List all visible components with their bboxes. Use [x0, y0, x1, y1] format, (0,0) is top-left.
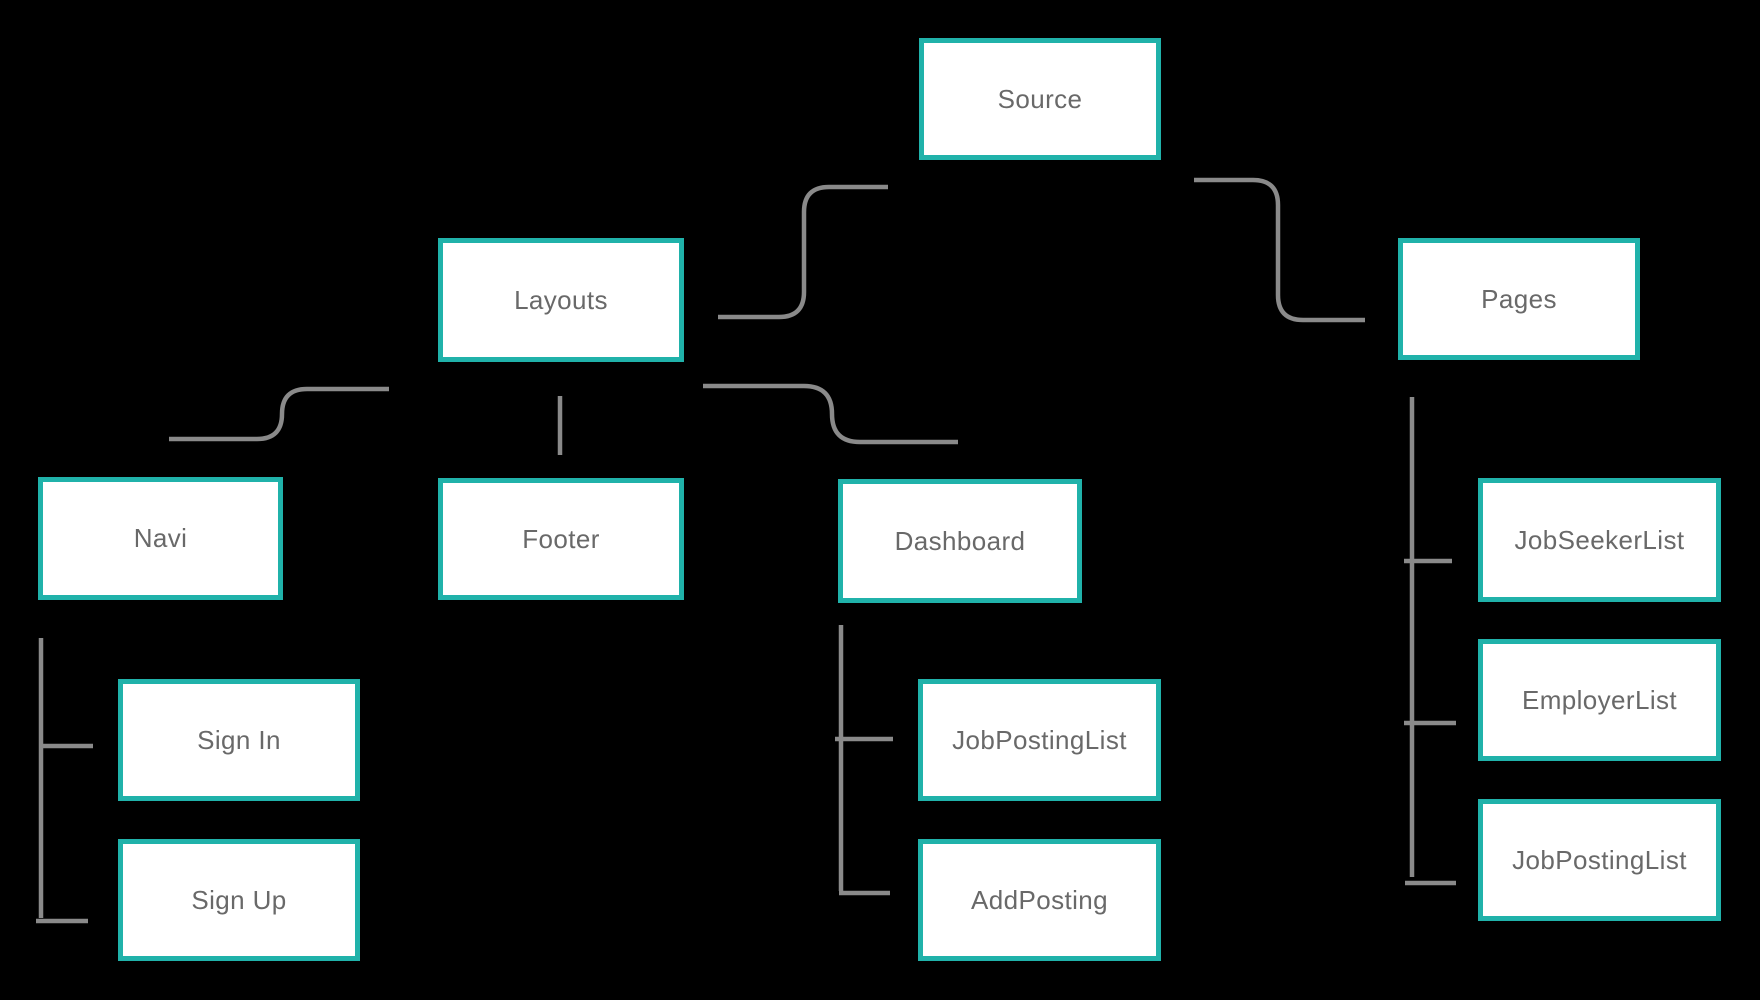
node-source[interactable]: Source [919, 38, 1161, 160]
node-label: EmployerList [1521, 684, 1678, 715]
node-label: Sign Up [191, 884, 287, 915]
node-pages[interactable]: Pages [1398, 238, 1640, 360]
edge-source-layouts [718, 184, 888, 320]
edge-layouts-dashboard [703, 383, 958, 445]
node-jobseekerlist[interactable]: JobSeekerList [1478, 478, 1721, 602]
node-label: Layouts [514, 284, 608, 315]
node-addposting[interactable]: AddPosting [918, 839, 1161, 961]
node-label: Footer [522, 523, 600, 554]
node-label: Dashboard [894, 525, 1026, 556]
edge-source-pages [1194, 177, 1365, 323]
node-sign-in[interactable]: Sign In [118, 679, 360, 801]
node-label: Source [997, 83, 1083, 114]
node-dashboard[interactable]: Dashboard [838, 479, 1082, 603]
node-footer[interactable]: Footer [438, 478, 684, 600]
node-employerlist[interactable]: EmployerList [1478, 639, 1721, 761]
edge-layouts-navi [169, 386, 389, 442]
node-label: JobPostingList [952, 724, 1127, 755]
node-label: Pages [1481, 283, 1557, 314]
node-jobpostinglist-dashboard[interactable]: JobPostingList [918, 679, 1161, 801]
node-navi[interactable]: Navi [38, 477, 283, 600]
node-jobpostinglist-pages[interactable]: JobPostingList [1478, 799, 1721, 921]
node-layouts[interactable]: Layouts [438, 238, 684, 362]
node-label: Sign In [197, 724, 281, 755]
node-label: AddPosting [971, 884, 1108, 915]
node-label: Navi [133, 523, 188, 553]
node-label: JobSeekerList [1514, 524, 1685, 555]
node-label: JobPostingList [1512, 844, 1687, 875]
node-sign-up[interactable]: Sign Up [118, 839, 360, 961]
